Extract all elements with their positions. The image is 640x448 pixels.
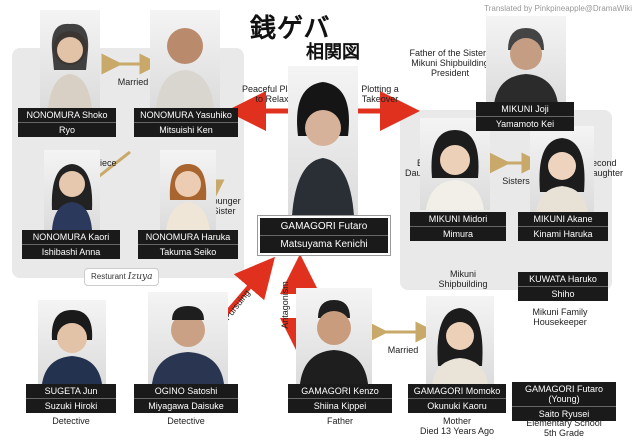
role-momoko: Mother Died 13 Years Ago bbox=[419, 416, 495, 436]
actor-name: Miyagawa Daisuke bbox=[134, 398, 238, 413]
actor-name: Ishibashi Anna bbox=[22, 244, 120, 259]
restaurant-tag: Resturant Izuya bbox=[84, 268, 160, 286]
character-name: GAMAGORI Futaro bbox=[280, 221, 368, 232]
actor-name: Kinami Haruka bbox=[518, 226, 608, 241]
label-sisters: Sisters bbox=[502, 176, 530, 186]
photo-yasuhiko bbox=[150, 10, 220, 108]
photo-haruka bbox=[160, 150, 216, 230]
character-name: NONOMURA Kaori bbox=[32, 232, 110, 242]
actor-name: Matsuyama Kenichi bbox=[260, 235, 388, 253]
character-name: MIKUNI Joji bbox=[501, 104, 549, 114]
character-name: NONOMURA Haruka bbox=[145, 232, 231, 242]
label-antagonism: Antagonism bbox=[280, 281, 290, 329]
character-name: OGINO Satoshi bbox=[154, 386, 218, 396]
label-younger-sister: Younger Sister bbox=[207, 196, 241, 216]
card-sugeta[interactable]: SUGETA Jun Suzuki Hiroki bbox=[26, 384, 116, 413]
title-sub: 相関図 bbox=[306, 42, 360, 63]
actor-name: Shiho bbox=[518, 286, 608, 301]
photo-futaro bbox=[288, 66, 358, 216]
label-niece: Niece bbox=[93, 158, 117, 168]
card-yasuhiko[interactable]: NONOMURA Yasuhiko Mitsuishi Ken bbox=[134, 108, 238, 137]
photo-shoko bbox=[40, 10, 100, 108]
actor-name: Mitsuishi Ken bbox=[134, 122, 238, 137]
card-joji[interactable]: MIKUNI Joji Yamamoto Kei bbox=[476, 102, 574, 131]
photo-kenzo bbox=[296, 288, 372, 384]
role-kenzo: Father bbox=[326, 416, 353, 426]
character-name: GAMAGORI Momoko bbox=[413, 386, 501, 396]
character-name: NONOMURA Yasuhiko bbox=[140, 110, 232, 120]
restaurant-prefix: Resturant bbox=[91, 272, 126, 281]
character-name: SUGETA Jun bbox=[44, 386, 98, 396]
photo-momoko bbox=[426, 296, 494, 384]
title-main: 銭ゲバ bbox=[250, 14, 331, 44]
actor-name: Mimura bbox=[410, 226, 506, 241]
role-young-futaro: Elementary School 5th Grade bbox=[526, 418, 602, 438]
label-father-of-sisters: Father of the Sisters Mikuni Shipbuildin… bbox=[409, 48, 491, 78]
character-name: GAMAGORI Futaro (Young) bbox=[524, 384, 604, 404]
role-ogino: Detective bbox=[167, 416, 205, 426]
actor-name: Yamamoto Kei bbox=[476, 116, 574, 131]
character-name: GAMAGORI Kenzo bbox=[301, 386, 379, 396]
role-sugeta: Detective bbox=[52, 416, 90, 426]
photo-ogino bbox=[148, 292, 228, 384]
card-ogino[interactable]: OGINO Satoshi Miyagawa Daisuke bbox=[134, 384, 238, 413]
character-name: KUWATA Haruko bbox=[529, 274, 597, 284]
actor-name: Shiina Kippei bbox=[288, 398, 392, 413]
label-second: Second Daughter bbox=[586, 158, 624, 178]
card-kenzo[interactable]: GAMAGORI Kenzo Shiina Kippei bbox=[288, 384, 392, 413]
photo-sugeta bbox=[38, 300, 106, 384]
card-akane[interactable]: MIKUNI Akane Kinami Haruka bbox=[518, 212, 608, 241]
photo-midori bbox=[420, 118, 490, 210]
mikuni-family-label: Mikuni Family Housekeeper bbox=[532, 307, 588, 327]
label-married-top: Married bbox=[117, 77, 149, 87]
card-haruka[interactable]: NONOMURA Haruka Takuma Seiko bbox=[138, 230, 238, 259]
photo-kaori bbox=[44, 150, 100, 230]
actor-name: Takuma Seiko bbox=[138, 244, 238, 259]
actor-name: Suzuki Hiroki bbox=[26, 398, 116, 413]
character-name: MIKUNI Akane bbox=[533, 214, 593, 224]
card-kaori[interactable]: NONOMURA Kaori Ishibashi Anna bbox=[22, 230, 120, 259]
diagram-title: 銭ゲバ 相関図 bbox=[250, 8, 360, 63]
card-haruko[interactable]: KUWATA Haruko Shiho bbox=[518, 272, 608, 301]
photo-akane bbox=[530, 126, 594, 212]
label-plotting: Plotting a Takeover bbox=[361, 84, 399, 104]
credit-text: Translated by Pinkpineapple@DramaWiki bbox=[484, 4, 632, 13]
card-young-futaro[interactable]: GAMAGORI Futaro (Young) Saito Ryusei bbox=[512, 382, 616, 421]
card-futaro[interactable]: GAMAGORI Futaro Matsuyama Kenichi bbox=[257, 215, 391, 256]
actor-name: Ryo bbox=[18, 122, 116, 137]
character-name: NONOMURA Shoko bbox=[26, 110, 108, 120]
photo-joji bbox=[486, 16, 566, 104]
restaurant-name: Izuya bbox=[127, 272, 153, 282]
card-midori[interactable]: MIKUNI Midori Mimura bbox=[410, 212, 506, 241]
card-shoko[interactable]: NONOMURA Shoko Ryo bbox=[18, 108, 116, 137]
mikuni-shipbuilding-label: Mikuni Shipbuilding bbox=[438, 269, 488, 289]
actor-name: Okunuki Kaoru bbox=[408, 398, 506, 413]
label-married-bottom: Married bbox=[387, 345, 419, 355]
card-momoko[interactable]: GAMAGORI Momoko Okunuki Kaoru bbox=[408, 384, 506, 413]
actor-name: Saito Ryusei bbox=[512, 406, 616, 421]
character-name: MIKUNI Midori bbox=[428, 214, 488, 224]
